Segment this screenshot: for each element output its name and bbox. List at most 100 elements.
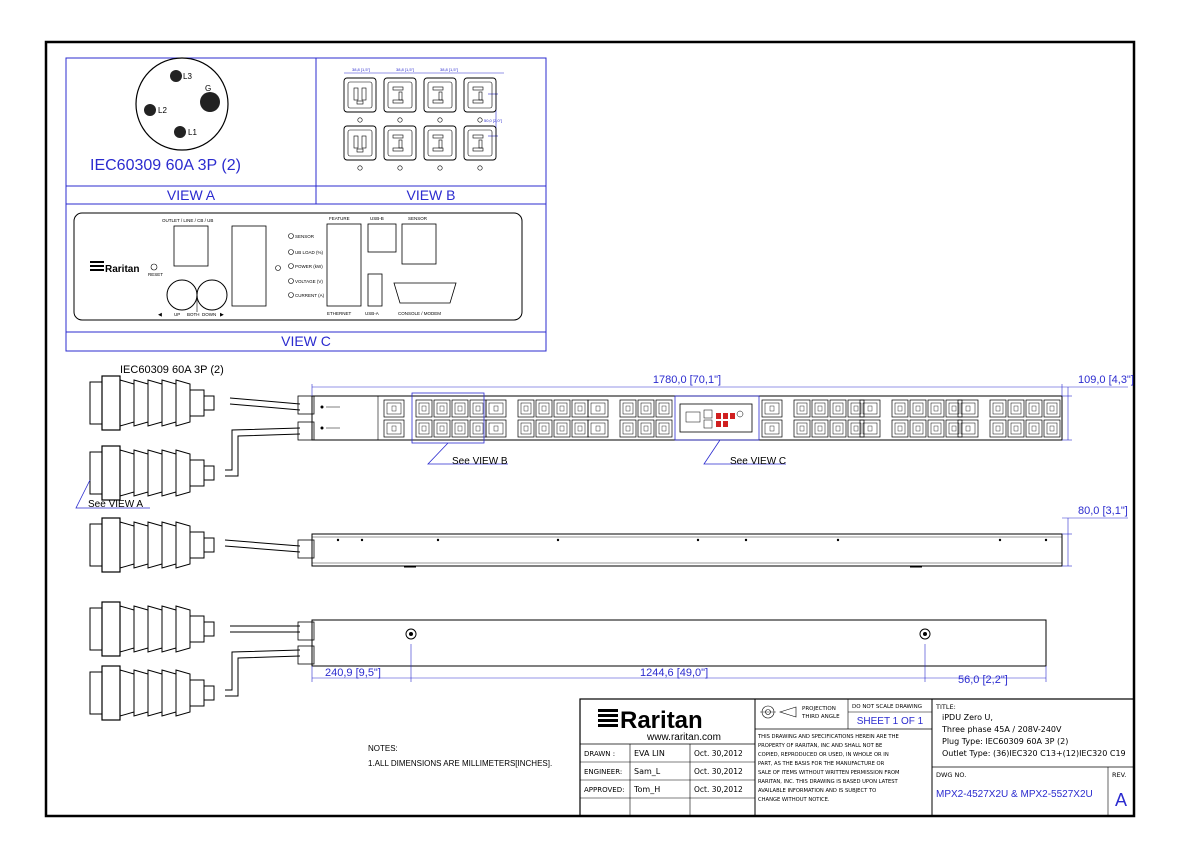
dwg-no-label: DWG NO. [936, 771, 966, 779]
pdu-body-front [311, 395, 1063, 441]
c13-outlet [463, 77, 497, 113]
detail-views-panel: L3 G L2 L1 IEC60309 60A 3P (2) VIEW A VI… [65, 57, 547, 352]
view-a: L3 G L2 L1 IEC60309 60A 3P (2) VIEW A [90, 57, 241, 203]
dim-back-mid: 1244,6 [49,0"] [640, 667, 708, 679]
usb-b-port-label: USB-B [370, 216, 384, 221]
indicator-voltage: VOLTAGE (V) [295, 279, 323, 284]
disclaimer-line: PART, AS THE BASIS FOR THE MANUFACTURE O… [758, 761, 885, 767]
down-label: DOWN [202, 312, 216, 317]
outlet [619, 419, 637, 438]
breaker-block [859, 419, 881, 438]
rev-letter: A [1115, 790, 1127, 810]
pin-label-l3: L3 [183, 72, 192, 81]
sensor-port [401, 223, 437, 265]
outlet [793, 399, 811, 418]
outlet [619, 399, 637, 418]
outlet [535, 399, 553, 418]
view-b-callout-box [411, 392, 485, 444]
see-view-a: See VIEW A [88, 499, 143, 510]
outlet [927, 419, 945, 438]
c19-outlet [343, 125, 377, 161]
raritan-logo-text: Raritan [105, 264, 139, 275]
disclaimer-text: THIS DRAWING AND SPECIFICATIONS HEREIN A… [757, 734, 900, 803]
outlet [989, 399, 1007, 418]
indicator-current: CURRENT (A) [295, 293, 325, 298]
outlet [553, 419, 571, 438]
outlet [469, 419, 487, 438]
outlet [655, 419, 673, 438]
up-label: UP [174, 312, 180, 317]
drawn-date: Oct. 30,2012 [694, 749, 743, 758]
outlet [909, 399, 927, 418]
usb-a-port [367, 273, 383, 307]
title-block-url: www.raritan.com [646, 732, 721, 743]
outlet [829, 399, 847, 418]
disclaimer-line: AVAILABLE INFORMATION AND IS SUBJECT TO [758, 788, 876, 794]
outlet [811, 399, 829, 418]
svg-text:◀: ◀ [158, 312, 162, 318]
breaker-block [761, 399, 783, 418]
title-block: Raritan www.raritan.com DRAWN : EVA LIN … [579, 698, 1135, 817]
dwg-number: MPX2-4527X2U & MPX2-5527X2U [936, 789, 1093, 800]
outlet [1043, 419, 1061, 438]
see-view-b: See VIEW B [452, 456, 508, 467]
pin-l2 [144, 104, 156, 116]
input-plug-back-1 [89, 601, 215, 657]
feature-port [326, 223, 362, 307]
display-panel [231, 225, 267, 307]
usb-b-port [367, 223, 397, 253]
title-line-3: Plug Type: IEC60309 60A 3P (2) [942, 737, 1068, 746]
dim-width: 109,0 [4,3"] [1078, 374, 1134, 386]
outlet [415, 399, 433, 418]
outlet [517, 399, 535, 418]
outlet [811, 419, 829, 438]
outlet [989, 419, 1007, 438]
outlet [891, 399, 909, 418]
outlet [1007, 419, 1025, 438]
front-plug-label: IEC60309 60A 3P (2) [120, 364, 224, 376]
projection-label: PROJECTION [802, 706, 836, 712]
outlet [415, 419, 433, 438]
breaker-block [485, 399, 507, 418]
disclaimer-line: CHANGE WITHOUT NOTICE. [758, 797, 830, 803]
breaker-block [485, 419, 507, 438]
disclaimer-line: THIS DRAWING AND SPECIFICATIONS HEREIN A… [757, 734, 899, 740]
pdu-body-side [311, 533, 1063, 567]
title-line-1: iPDU Zero U, [942, 713, 993, 722]
outlet-line-cb-ub-label: OUTLET / LINE / CB / UB [162, 218, 213, 223]
pin-label-g: G [205, 84, 211, 93]
plug-face-outline [135, 57, 229, 151]
mounting-button-right [919, 628, 931, 640]
view-b-dim-2: 38,8 [1,5"] [396, 67, 414, 72]
outlet [451, 399, 469, 418]
indicator-list: SENSOR UB LOAD (%) POWER (kW) VOLTAGE (V… [288, 233, 325, 298]
pin-l1 [174, 126, 186, 138]
plug-set-front [89, 375, 215, 501]
outlet [433, 419, 451, 438]
plug-set-back [89, 601, 215, 721]
view-b-dim-right: 50,0 [2,0"] [484, 118, 502, 123]
c19-outlet [343, 77, 377, 113]
outlet [1025, 399, 1043, 418]
c13-outlet [463, 125, 497, 161]
title-line-2: Three phase 45A / 208V-240V [941, 725, 1062, 734]
outlet [571, 399, 589, 418]
view-b-caption: VIEW B [406, 187, 455, 203]
view-c-caption: VIEW C [281, 333, 331, 349]
reset-button [150, 263, 158, 271]
reset-label: RESET [148, 272, 163, 277]
engineer-name: Sam_L [634, 767, 661, 776]
outlet [945, 419, 963, 438]
do-not-scale-label: DO NOT SCALE DRAWING [852, 704, 922, 710]
breaker-block [957, 419, 979, 438]
approved-label: APPROVED: [584, 786, 624, 794]
console-modem-port [393, 282, 457, 304]
title-block-brand: Raritan [620, 707, 703, 734]
outlet [655, 399, 673, 418]
mounting-holes-side [336, 538, 1048, 568]
outlet [637, 399, 655, 418]
input-plug-1 [89, 375, 215, 431]
drawn-name: EVA LIN [634, 749, 665, 758]
up-button [166, 279, 198, 311]
view-c: OUTLET / LINE / CB / UB Raritan RESET ◀ … [73, 212, 523, 349]
